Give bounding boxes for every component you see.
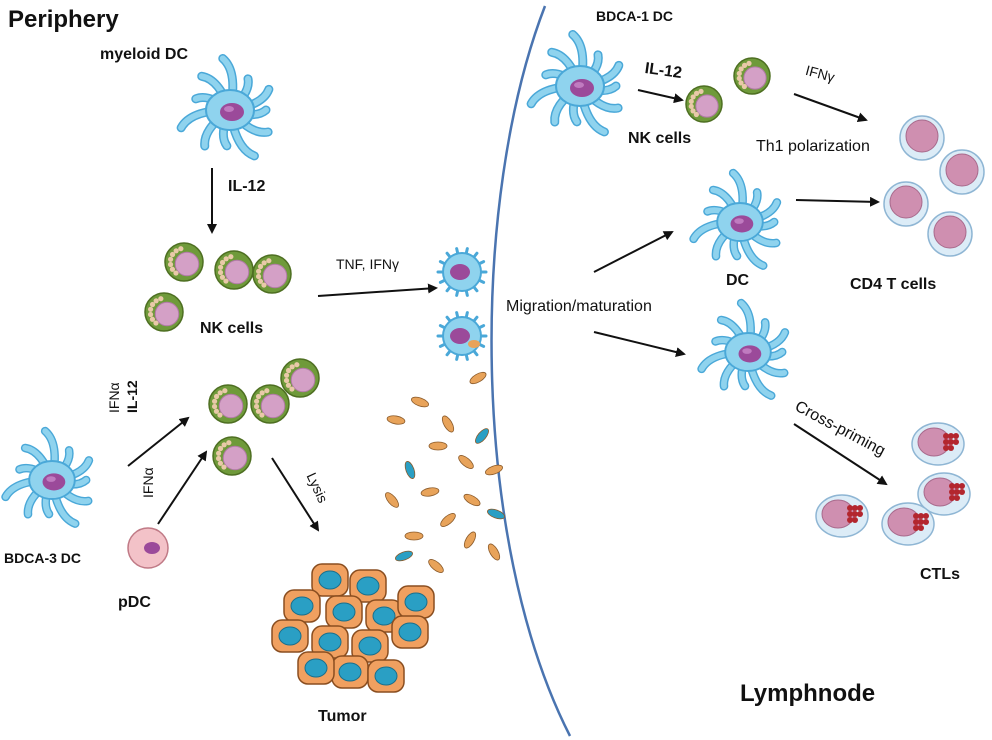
migration-maturation-label: Migration/maturation [506, 298, 652, 315]
cd4-t-cell-4 [927, 211, 973, 257]
tumor-cell [367, 659, 405, 693]
nk-cell-8 [212, 436, 252, 476]
tumor-fragment [386, 415, 406, 425]
myeloid-dc-cell [176, 54, 274, 161]
arrow-bdca1-to-nk [637, 89, 684, 104]
il12-label-2: IL-12 [124, 380, 140, 413]
ctl-cell-2 [917, 472, 971, 516]
bdca3-dc-label: BDCA-3 DC [4, 550, 81, 566]
tumor-cell [351, 629, 389, 663]
nk-cell-6 [250, 384, 290, 424]
nk-cell-lymph-1 [685, 85, 723, 123]
arrow-dc-to-cd4 [795, 196, 880, 207]
arrow-nk-to-dc [317, 283, 438, 297]
nk-cell-5 [208, 384, 248, 424]
nk-cell-2 [214, 250, 254, 290]
activated-dc-cell [436, 247, 488, 297]
bdca1-dc-cell [526, 30, 624, 137]
ctls-label: CTLs [920, 566, 960, 583]
tumor-cell [283, 589, 321, 623]
tumor-label: Tumor [318, 708, 367, 725]
region-boundary-line [490, 5, 572, 737]
tumor-fragment [428, 559, 444, 573]
tumor-fragment [411, 396, 429, 408]
tnf-ifng-label: TNF, IFNγ [336, 256, 399, 272]
arrow-pdc-to-nk [157, 450, 208, 525]
bdca3-dc-cell [1, 426, 94, 528]
nk-cell-4 [144, 292, 184, 332]
tumor-fragment [485, 464, 503, 476]
arrow-lysis-to-tumor [271, 457, 320, 532]
cd4-t-cell-1 [899, 115, 945, 161]
tumor-fragment [475, 428, 489, 444]
dc-cell [689, 168, 782, 270]
dc-label: DC [726, 272, 750, 289]
pdc-cell [127, 527, 169, 569]
tumor-fragment [469, 371, 487, 385]
arrow-migration-to-dc2 [593, 331, 686, 357]
tumor-fragment [463, 531, 477, 549]
tumor-fragment [440, 513, 456, 527]
tumor-cluster [271, 563, 435, 693]
ifna-pdc-label: IFNα [140, 467, 156, 498]
periphery-title: Periphery [8, 6, 119, 33]
tumor-cell [391, 615, 429, 649]
tumor-cell [397, 585, 435, 619]
lymphnode-title: Lymphnode [740, 680, 876, 707]
nk-cell-7 [280, 358, 320, 398]
tumor-cell [311, 563, 349, 597]
ctl-cell-4 [881, 502, 935, 546]
tumor-cell [349, 569, 387, 603]
cd4-t-cell-3 [883, 181, 929, 227]
pdc-label: pDC [118, 594, 151, 611]
cd4-t-cells-label: CD4 T cells [850, 276, 937, 293]
nk-cells-lymphnode-label: NK cells [628, 130, 692, 147]
tumor-cell [271, 619, 309, 653]
nk-cells-periphery-label: NK cells [200, 320, 264, 337]
bdca1-dc-label: BDCA-1 DC [596, 8, 673, 24]
nk-cell-1 [164, 242, 204, 282]
myeloid-dc-label: myeloid DC [100, 46, 189, 63]
cd4-t-cell-2 [939, 149, 985, 195]
ifna-label-1: IFNα [106, 382, 122, 413]
tumor-fragment [487, 508, 505, 520]
tumor-fragment [458, 455, 474, 469]
tumor-fragment [441, 415, 455, 433]
tumor-cell [331, 655, 369, 689]
ctl-cell-3 [815, 494, 869, 538]
th1-polarization-label: Th1 polarization [756, 138, 870, 155]
tumor-fragment [463, 493, 481, 507]
tumor-fragment [395, 550, 413, 562]
tumor-fragment [428, 441, 448, 451]
tumor-fragment [420, 487, 440, 497]
dc-cell-2 [697, 298, 790, 400]
il12-myeloid-label: IL-12 [228, 178, 266, 195]
tumor-fragment [385, 492, 399, 508]
tumor-fragment [487, 543, 501, 561]
arrow-cross-priming [793, 423, 888, 486]
tumor-fragments [385, 371, 505, 573]
tumor-fragment [404, 461, 416, 479]
tumor-fragment [404, 531, 424, 541]
nk-cell-3 [252, 254, 292, 294]
tumor-cell [325, 595, 363, 629]
tumor-cell [297, 651, 335, 685]
ctl-cell-1 [911, 422, 965, 466]
arrow-ifng-to-tcells [793, 93, 868, 122]
nk-cell-lymph-2 [733, 57, 771, 95]
arrow-bdca3-to-nk [127, 416, 190, 467]
arrow-migration-to-dc [593, 231, 674, 273]
activated-dc-cell-2 [436, 311, 488, 361]
